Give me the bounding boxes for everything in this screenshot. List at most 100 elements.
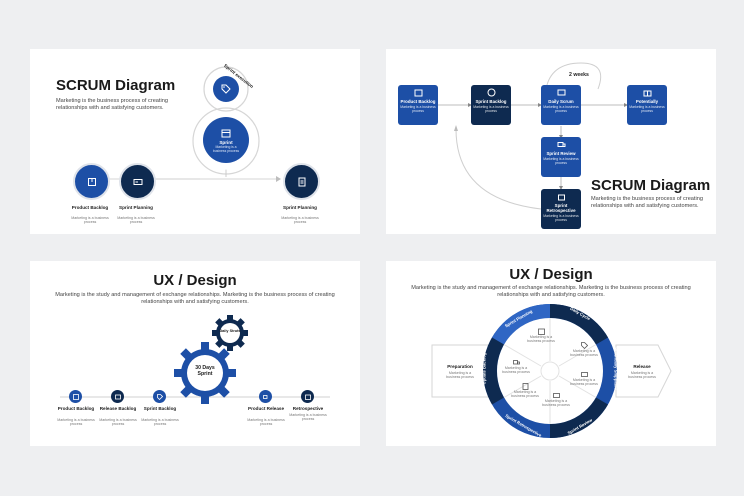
step-label: Sprint Planning [119, 205, 153, 210]
card-icon [552, 393, 560, 398]
box-icon [87, 177, 96, 186]
release-sub: Marketing is a business process [628, 371, 656, 380]
gear-large [174, 342, 236, 404]
step-label: Product Release [248, 406, 284, 411]
segment-item: Marketing is a business process [501, 359, 531, 375]
slide-scrum-diagram-2[interactable]: 2 weeks Product Backlog Marketing is a b… [386, 49, 716, 234]
sprint-sub: Marketing is a business process [212, 144, 240, 153]
slide-title: UX / Design [153, 272, 237, 289]
slide-title: SCRUM Diagram [56, 77, 176, 94]
segment-sub: Marketing is a business process [570, 378, 598, 387]
truck-icon [262, 394, 267, 399]
sprint-retrospective-box[interactable]: Sprint Retrospective Marketing is a busi… [541, 189, 581, 229]
tag-icon [221, 84, 231, 94]
dollar-icon [487, 88, 495, 97]
step-sub: Marketing is a business process [289, 413, 327, 422]
segment-sub: Marketing is a business process [570, 349, 598, 358]
box-label: Sprint Review [546, 151, 576, 156]
retrospective-dot[interactable] [301, 390, 314, 403]
step-sub: Marketing is a business process [57, 418, 95, 427]
potentially-box[interactable]: Potentially Marketing is a business proc… [627, 85, 667, 125]
box-sub: Marketing is a business process [473, 105, 509, 113]
segment-sub: Marketing is a business process [502, 366, 530, 375]
slide-ux-design-2[interactable]: UX / Design Marketing is the study and m… [386, 261, 716, 446]
sprint-planning-circle-2[interactable] [283, 163, 320, 200]
product-backlog-box[interactable]: Product Backlog Marketing is a business … [398, 85, 438, 125]
step-sub: Marketing is a business process [117, 216, 155, 225]
slide-ux-design-1[interactable]: UX / Design Marketing is the study and m… [30, 261, 360, 446]
gears-graphic [60, 315, 330, 404]
preparation-label: Preparation [447, 364, 473, 369]
box-label: Daily Scrum [548, 99, 574, 104]
segment-sub: Marketing is a business process [527, 335, 555, 344]
segment-item: Marketing is a business process [569, 371, 599, 387]
product-backlog-circle[interactable] [73, 163, 110, 200]
daily-scrum-box[interactable]: Daily Scrum Marketing is a business proc… [541, 85, 581, 125]
sprint-review-box[interactable]: Sprint Review Marketing is a business pr… [541, 137, 581, 177]
document-icon [522, 383, 528, 390]
card-icon [580, 372, 588, 377]
calendar-icon [304, 394, 311, 400]
segment-sub: Marketing is a business process [542, 399, 570, 408]
segment-item: Marketing is a business process [569, 342, 599, 358]
box-label: Product Backlog [400, 99, 436, 104]
step-sub: Marketing is a business process [247, 418, 285, 427]
box-sub: Marketing is a business process [543, 214, 579, 222]
product-backlog-dot[interactable] [69, 390, 82, 403]
step-sub: Marketing is a business process [99, 418, 137, 427]
segment-sub: Marketing is a business process [511, 390, 539, 399]
calendar-icon [414, 89, 422, 97]
box-label: Sprint Retrospective [546, 203, 576, 213]
box-icon [72, 393, 79, 400]
card-icon [114, 394, 121, 399]
box-label: Sprint Backlog [475, 99, 507, 104]
segment-item: Marketing is a business process [510, 383, 540, 399]
card-icon [557, 89, 565, 96]
big-gear-label: 30 Days Sprint [195, 365, 215, 377]
step-sub: Marketing is a business process [141, 418, 179, 427]
segment-item: Marketing is a business process [541, 392, 571, 408]
sprint-backlog-box[interactable]: Sprint Backlog Marketing is a business p… [471, 85, 511, 125]
flow-connectors [438, 62, 628, 210]
ring-label: Update Backlog [481, 352, 487, 385]
box-sub: Marketing is a business process [400, 105, 436, 113]
step-sub: Marketing is a business process [281, 216, 319, 225]
slide-scrum-diagram-1[interactable]: SCRUM Diagram Marketing is the business … [30, 49, 360, 234]
box-sub: Marketing is a business process [543, 105, 579, 113]
step-label: Product Backlog [71, 205, 109, 210]
segment-item: Marketing is a business process [526, 328, 556, 344]
slide-title: SCRUM Diagram [591, 177, 711, 194]
sprint-circle[interactable]: Sprint Marketing is a business process [203, 117, 249, 163]
tag-icon [580, 342, 588, 349]
small-gear-label: Daily Struts [219, 329, 241, 333]
step-label: Sprint Backlog [143, 406, 177, 411]
calendar-icon [537, 328, 545, 335]
box-sub: Marketing is a business process [543, 157, 579, 165]
bag-icon [557, 194, 565, 201]
step-label: Retrospective [292, 406, 324, 411]
calendar-icon [221, 129, 231, 137]
document-icon [298, 177, 305, 186]
slide-description: Marketing is the study and management of… [55, 292, 335, 305]
truck-icon [557, 142, 565, 147]
slide-title: UX / Design [509, 266, 593, 283]
card-icon [133, 178, 142, 185]
sprint-execution-circle[interactable] [213, 76, 239, 102]
box-label: Potentially [635, 99, 659, 104]
step-label: Release Backlog [99, 406, 137, 411]
cycle-wheel [431, 304, 672, 438]
box-sub: Marketing is a business process [629, 105, 665, 113]
tag-icon [156, 393, 163, 400]
product-release-dot[interactable] [259, 390, 272, 403]
release-backlog-dot[interactable] [111, 390, 124, 403]
two-weeks-label: 2 weeks [569, 72, 589, 78]
step-sub: Marketing is a business process [71, 216, 109, 225]
slide-description: Marketing is the study and management of… [411, 285, 691, 298]
sprint-backlog-dot[interactable] [153, 390, 166, 403]
truck-icon [512, 360, 520, 365]
gift-icon [643, 90, 651, 97]
preparation-sub: Marketing is a business process [446, 371, 474, 380]
step-label: Product Backlog [57, 406, 95, 411]
step-label: Sprint Planning [283, 205, 317, 210]
sprint-planning-circle[interactable] [119, 163, 156, 200]
